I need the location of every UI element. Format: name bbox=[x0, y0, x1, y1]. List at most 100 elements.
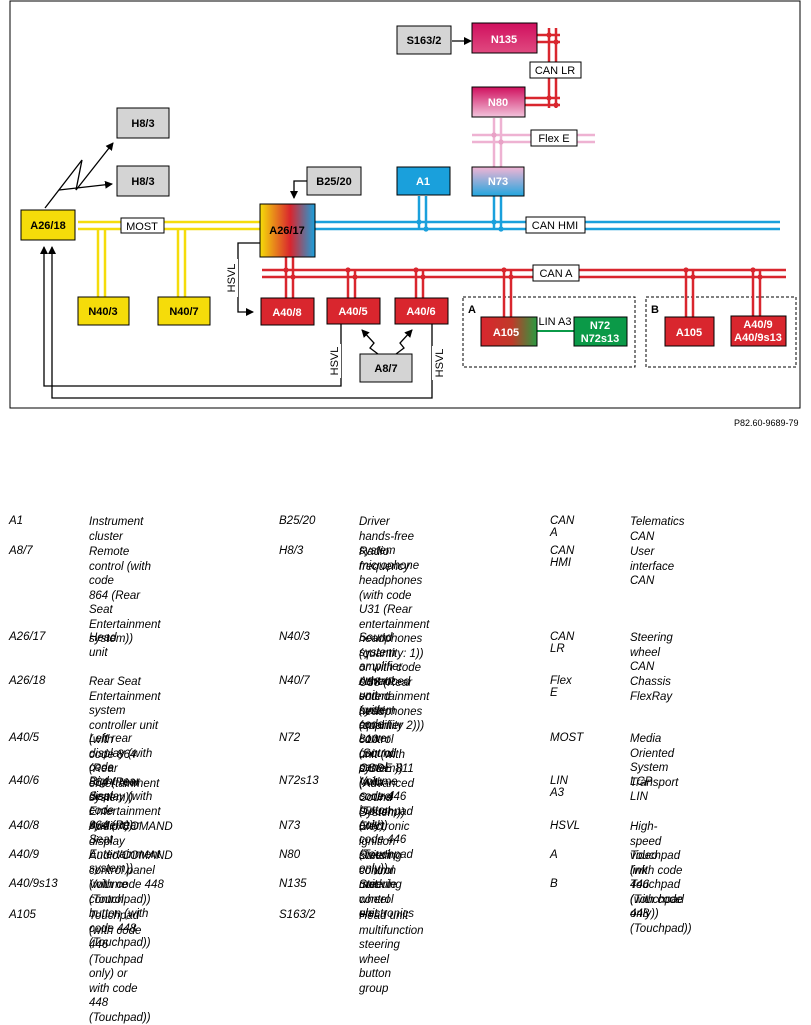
legend-description-line: Electronic ignition switch bbox=[359, 821, 410, 862]
label-lin-a3: LIN A3 bbox=[538, 316, 571, 328]
legend-key: A bbox=[550, 849, 558, 861]
box-a40-8 bbox=[260, 297, 315, 326]
legend-description-line: control unit bbox=[359, 864, 394, 892]
legend-key: S163/2 bbox=[279, 909, 316, 921]
legend-key: MOST bbox=[550, 732, 584, 744]
legend-description-line: code 446 (Touchpad only)) bbox=[359, 791, 413, 832]
box-n135 bbox=[471, 22, 538, 54]
legend-key: A40/8 bbox=[9, 820, 40, 832]
legend-description: Telematics CAN bbox=[630, 515, 685, 544]
legend-key: A105 bbox=[9, 909, 36, 921]
label-group-a: A bbox=[468, 304, 476, 316]
label-can-lr: CAN LR bbox=[535, 65, 575, 77]
box-n72 bbox=[573, 316, 628, 347]
legend-description-line: (quantity: 1)) or with code bbox=[359, 647, 424, 675]
legend-description-line: control unit bbox=[359, 893, 394, 921]
legend-description-line: LCP LIN bbox=[630, 776, 652, 803]
label-a26-18: A26/18 bbox=[30, 220, 65, 232]
label-n40-3: N40/3 bbox=[88, 306, 117, 318]
legend-description-line: Remote control (with code bbox=[89, 546, 151, 587]
label-a40-9: A40/9 bbox=[743, 319, 772, 331]
box-n40-7 bbox=[157, 296, 211, 326]
legend-description: Head unit bbox=[89, 631, 117, 660]
box-n73 bbox=[471, 166, 525, 197]
legend-description-line: High-speed video link bbox=[630, 821, 662, 877]
legend-description-line: Head unit bbox=[89, 632, 117, 659]
legend-description-line: Transport bbox=[630, 776, 679, 789]
legend-description: Steering wheel CAN bbox=[630, 631, 673, 675]
legend-description-line: 864 (Rear Seat Entertainment bbox=[89, 776, 161, 818]
legend-description-line: Touchpad (with code 446 bbox=[630, 850, 683, 891]
label-a26-17: A26/17 bbox=[269, 225, 304, 237]
group-a-frame bbox=[462, 296, 636, 368]
legend-key: Flex E bbox=[550, 675, 572, 699]
label-hsvl-1: HSVL bbox=[226, 264, 238, 293]
label-n135: N135 bbox=[491, 34, 517, 46]
legend-description-line: entertainment headphones bbox=[359, 618, 430, 646]
legend-description: Touchpad (with code 448(Touchpad)) bbox=[630, 878, 692, 936]
legend-description-line: System)) bbox=[359, 806, 405, 819]
legend-description-line: Steering wheel electronics bbox=[359, 879, 414, 920]
legend-key: A40/9 bbox=[9, 849, 40, 861]
legend-description-line: Chassis FlexRay bbox=[630, 676, 673, 703]
legend-description-line: 864 (Rear Seat Entertainment bbox=[89, 819, 161, 861]
legend-description-line: (with code U31 (Rear bbox=[359, 589, 413, 617]
legend-description-line: 448 (Touchpad)) bbox=[89, 997, 151, 1024]
legend-description-line: system)) bbox=[89, 863, 134, 875]
legend-description-line: system)) bbox=[89, 820, 134, 832]
legend-description-line: Sound system amplifier bbox=[359, 632, 403, 673]
box-a40-9 bbox=[730, 315, 787, 347]
label-n80: N80 bbox=[488, 97, 508, 109]
legend-key: B25/20 bbox=[279, 515, 316, 527]
label-most: MOST bbox=[126, 221, 158, 233]
legend-description-line: (Touchpad only)) bbox=[630, 893, 684, 921]
label-h8-3-a: H8/3 bbox=[131, 118, 154, 130]
legend-description-line: CODE 811 (Advanced Sound bbox=[359, 763, 414, 804]
legend-key: A1 bbox=[9, 515, 24, 527]
group-b-frame bbox=[645, 296, 797, 368]
legend-description-line: steering wheel button group bbox=[359, 939, 400, 995]
box-a40-6 bbox=[394, 297, 449, 325]
legend-key: B bbox=[550, 878, 558, 890]
legend-key: A40/6 bbox=[9, 775, 40, 787]
legend-key: CAN HMI bbox=[550, 545, 575, 569]
legend-description-line: Advanced sound system bbox=[359, 676, 411, 717]
box-a105-a bbox=[480, 316, 538, 347]
box-a105-b bbox=[664, 316, 715, 347]
legend-description-line: Radio frequency headphones bbox=[359, 546, 423, 587]
legend-description-line: Audio/COMAND control panel bbox=[89, 850, 173, 877]
legend-description-line: Telematics CAN bbox=[630, 516, 685, 543]
box-a26-17 bbox=[259, 203, 316, 258]
legend-description-line: code 864 (Rear entertainment bbox=[89, 748, 160, 790]
label-a40-9s13: A40/9s13 bbox=[734, 332, 782, 344]
legend-key: CAN A bbox=[550, 515, 575, 539]
legend-key: CAN LR bbox=[550, 631, 575, 655]
label-s163-2: S163/2 bbox=[407, 35, 442, 47]
legend-key: N80 bbox=[279, 849, 301, 861]
legend-key: A26/17 bbox=[9, 631, 46, 643]
legend-description: Audio/COMAND display bbox=[89, 820, 173, 849]
legend-description-line: Steering wheel CAN bbox=[630, 632, 673, 673]
legend-description-line: Instrument cluster bbox=[89, 516, 144, 543]
legend-description-line: Rear Seat Entertainment bbox=[89, 676, 161, 703]
legend-description-line: Volume control button (with bbox=[359, 776, 398, 832]
legend-description-line: (Touchpad only) or with code bbox=[89, 953, 143, 995]
legend-description: Audio/COMAND control panel(with code 448… bbox=[89, 849, 173, 907]
legend-description: LCP LIN bbox=[630, 775, 652, 804]
label-n40-7: N40/7 bbox=[169, 306, 198, 318]
legend-description-line: headphones (quantity 2))) bbox=[359, 705, 425, 733]
box-s163-2 bbox=[396, 25, 452, 55]
legend-key: H8/3 bbox=[279, 545, 304, 557]
label-can-a: CAN A bbox=[539, 268, 573, 280]
label-a40-5: A40/5 bbox=[338, 306, 367, 318]
wiring-diagram: S163/2 N135 N80 H8/3 H8/3 B25/20 A1 N73 … bbox=[9, 0, 801, 409]
legend-key: N73 bbox=[279, 820, 301, 832]
legend-description-line: code 448 (Touchpad)) bbox=[89, 922, 151, 950]
